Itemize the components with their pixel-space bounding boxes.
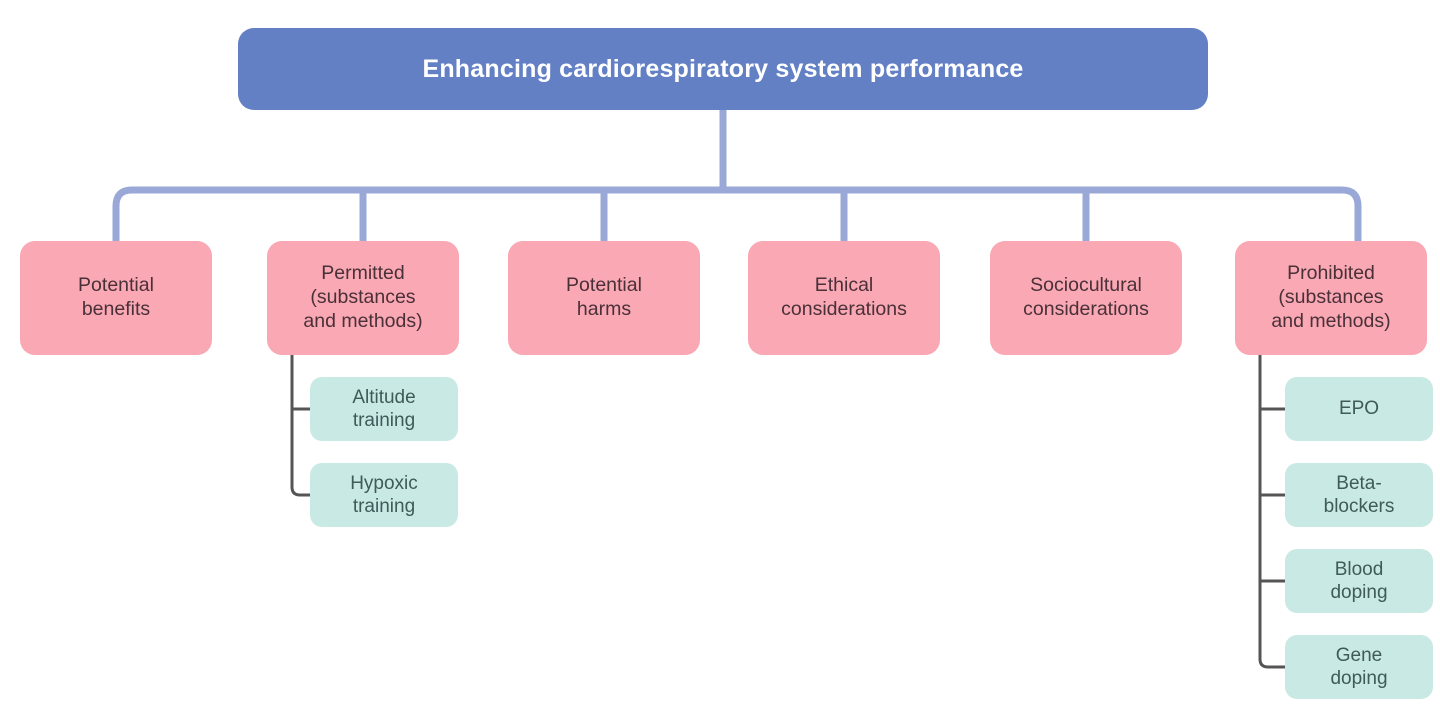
leaf-node-beta-blockers[interactable]: Beta- blockers	[1285, 463, 1433, 527]
category-node-ethical-considerations[interactable]: Ethical considerations	[748, 241, 940, 355]
leaf-node-blood-doping[interactable]: Blood doping	[1285, 549, 1433, 613]
leaf-node-hypoxic-training[interactable]: Hypoxic training	[310, 463, 458, 527]
category-node-potential-benefits[interactable]: Potential benefits	[20, 241, 212, 355]
root-node[interactable]: Enhancing cardiorespiratory system perfo…	[238, 28, 1208, 110]
subtree-stem-connector	[1258, 353, 1287, 669]
category-node-sociocultural-considerations[interactable]: Sociocultural considerations	[990, 241, 1182, 355]
leaf-node-gene-doping[interactable]: Gene doping	[1285, 635, 1433, 699]
leaf-node-altitude-training[interactable]: Altitude training	[310, 377, 458, 441]
leaf-node-epo[interactable]: EPO	[1285, 377, 1433, 441]
subtree-stem-connector	[290, 353, 312, 497]
category-node-permitted[interactable]: Permitted (substances and methods)	[267, 241, 459, 355]
category-node-prohibited[interactable]: Prohibited (substances and methods)	[1235, 241, 1427, 355]
category-node-potential-harms[interactable]: Potential harms	[508, 241, 700, 355]
category-bus-connector	[112, 186, 1362, 245]
